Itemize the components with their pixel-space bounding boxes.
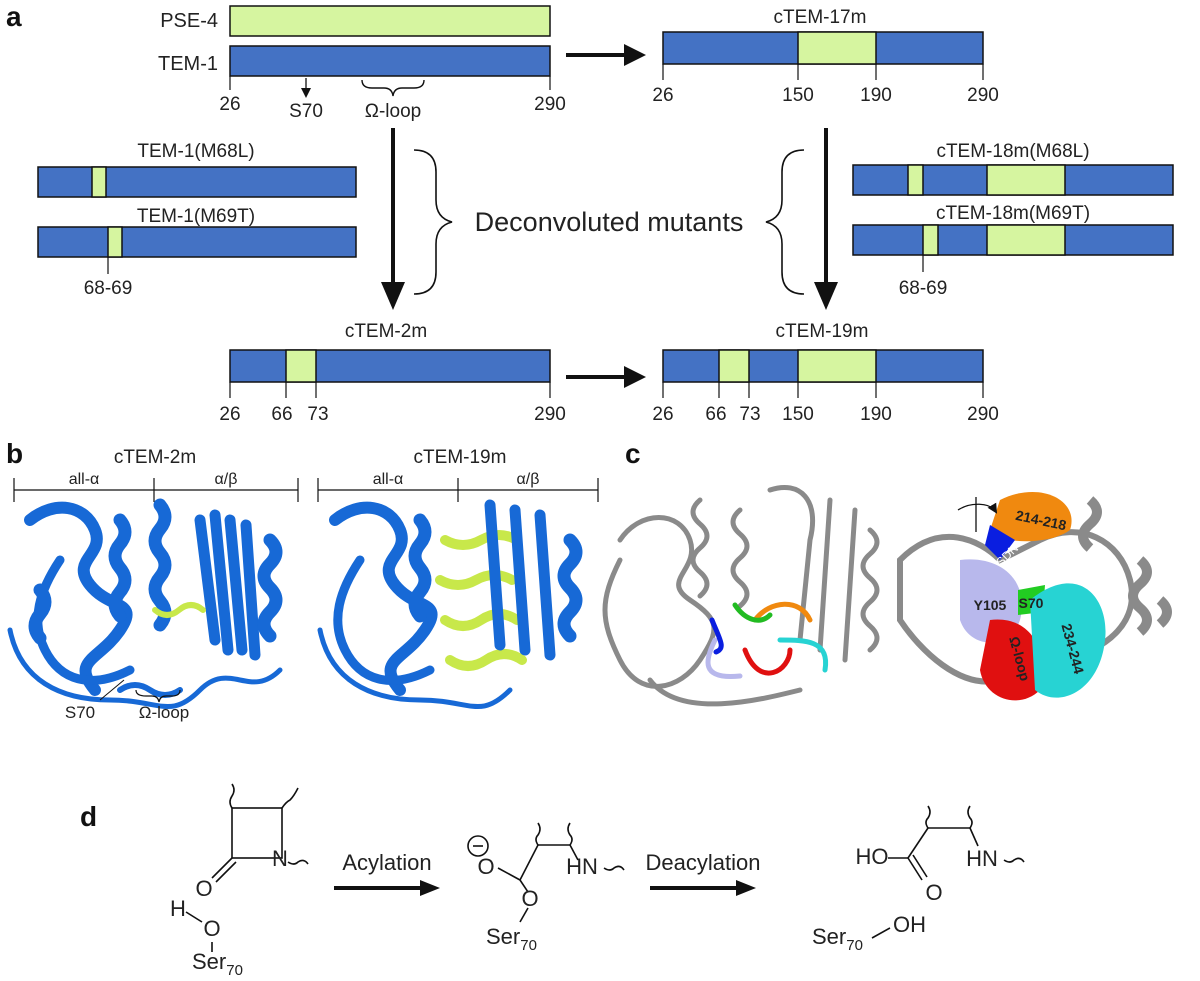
tem1-omega-label: Ω-loop (365, 101, 421, 122)
beta-lactam-structure (211, 783, 309, 883)
ctem17m-tick-290: 290 (967, 85, 999, 106)
ctem2m-s70-label: S70 (65, 703, 95, 722)
intermediate-hn: HN (566, 854, 598, 879)
ctem17m-tick-26: 26 (652, 85, 673, 106)
ctem19m-tick-290: 290 (967, 404, 999, 425)
serine-ser: Ser70 (192, 949, 243, 979)
tem1-tick-26: 26 (219, 94, 240, 115)
tem1-tick-290: 290 (534, 94, 566, 115)
ctem19m-tick-73: 73 (739, 404, 760, 425)
intermediate-o-minus: O (477, 854, 494, 879)
product-ho: HO (856, 844, 889, 869)
hydrolyzed-product (888, 805, 1025, 881)
ctem2m-structure-title: cTEM-2m (114, 447, 196, 468)
ctem2m-tick-73: 73 (307, 404, 328, 425)
lactam-o: O (195, 876, 212, 901)
tem1-m68l-bar (37, 166, 357, 198)
right-brace (765, 149, 805, 295)
pse4-label: PSE-4 (160, 10, 218, 32)
tem1-m69t-bar (37, 226, 357, 258)
ctem17m-title: cTEM-17m (774, 7, 867, 28)
ctem19m-tick-150: 150 (782, 404, 814, 425)
tem1-bar (229, 45, 551, 77)
panel-b-label: b (6, 438, 23, 469)
ctem2m-tick-66: 66 (271, 404, 292, 425)
ctem2m-title: cTEM-2m (345, 321, 427, 342)
ctem19m-ribbon-structure (317, 499, 583, 709)
panel-a-label: a (6, 1, 22, 32)
right-all-alpha: all-α (373, 471, 404, 488)
region-s70: S70 (1019, 595, 1044, 611)
serine-h: H (170, 896, 186, 921)
ctem19m-tick-190: 190 (860, 404, 892, 425)
ctem19m-structure-title: cTEM-19m (414, 447, 507, 468)
ctem2m-bar (229, 349, 551, 383)
product-hn: HN (966, 846, 998, 871)
tem1-label: TEM-1 (158, 53, 218, 75)
deconvoluted-label: Deconvoluted mutants (475, 207, 744, 237)
lactam-n: N (272, 846, 288, 871)
serine-o: O (203, 916, 220, 941)
ctem19m-title: cTEM-19m (776, 321, 869, 342)
domain-bracket-left (13, 478, 299, 502)
product-o: O (925, 880, 942, 905)
right-range-label: 68-69 (899, 278, 948, 299)
rotation-arrow (957, 502, 998, 514)
product-ser: Ser70 (812, 924, 863, 954)
ctem17m-bar (662, 31, 984, 65)
ctem18m-m69t-bar (852, 224, 1174, 256)
ctem17m-tick-150: 150 (782, 85, 814, 106)
ctem17m-tick-190: 190 (860, 85, 892, 106)
ctem19m-tick-26: 26 (652, 404, 673, 425)
ctem2m-omega-label: Ω-loop (139, 703, 190, 722)
tem1-s70-label: S70 (289, 101, 323, 122)
domain-bracket-right (317, 478, 599, 502)
right-alpha-beta: α/β (517, 471, 540, 488)
ctem19m-tick-66: 66 (705, 404, 726, 425)
panel-c-label: c (625, 438, 641, 469)
intermediate-o: O (521, 886, 538, 911)
tem1-m68l-title: TEM-1(M68L) (137, 141, 254, 162)
surface-structure (897, 491, 1172, 701)
ctem2m-tick-26: 26 (219, 404, 240, 425)
product-oh: OH (893, 912, 926, 937)
left-brace (413, 149, 453, 295)
omega-brace (361, 79, 425, 97)
ctem2m-omega-brace (135, 689, 181, 703)
ctem2m-tick-290: 290 (534, 404, 566, 425)
tetrahedral-intermediate (467, 822, 625, 923)
intermediate-ser: Ser70 (486, 924, 537, 954)
left-alpha-beta: α/β (215, 471, 238, 488)
tem1-m69t-title: TEM-1(M69T) (137, 206, 255, 227)
ctem19m-bar (662, 349, 984, 383)
left-range-label: 68-69 (84, 278, 133, 299)
pse4-bar (229, 5, 551, 37)
ribbon-backbone-structure (602, 484, 880, 707)
ctem18m-m68l-bar (852, 164, 1174, 196)
ctem18m-m68l-title: cTEM-18m(M68L) (936, 141, 1089, 162)
left-all-alpha: all-α (69, 471, 100, 488)
acylation-label: Acylation (342, 850, 431, 875)
ctem18m-m69t-title: cTEM-18m(M69T) (936, 203, 1090, 224)
deacylation-label: Deacylation (646, 850, 761, 875)
region-y105: Y105 (974, 597, 1007, 613)
ctem2m-ribbon-structure (7, 498, 283, 709)
panel-d-label: d (80, 801, 97, 832)
